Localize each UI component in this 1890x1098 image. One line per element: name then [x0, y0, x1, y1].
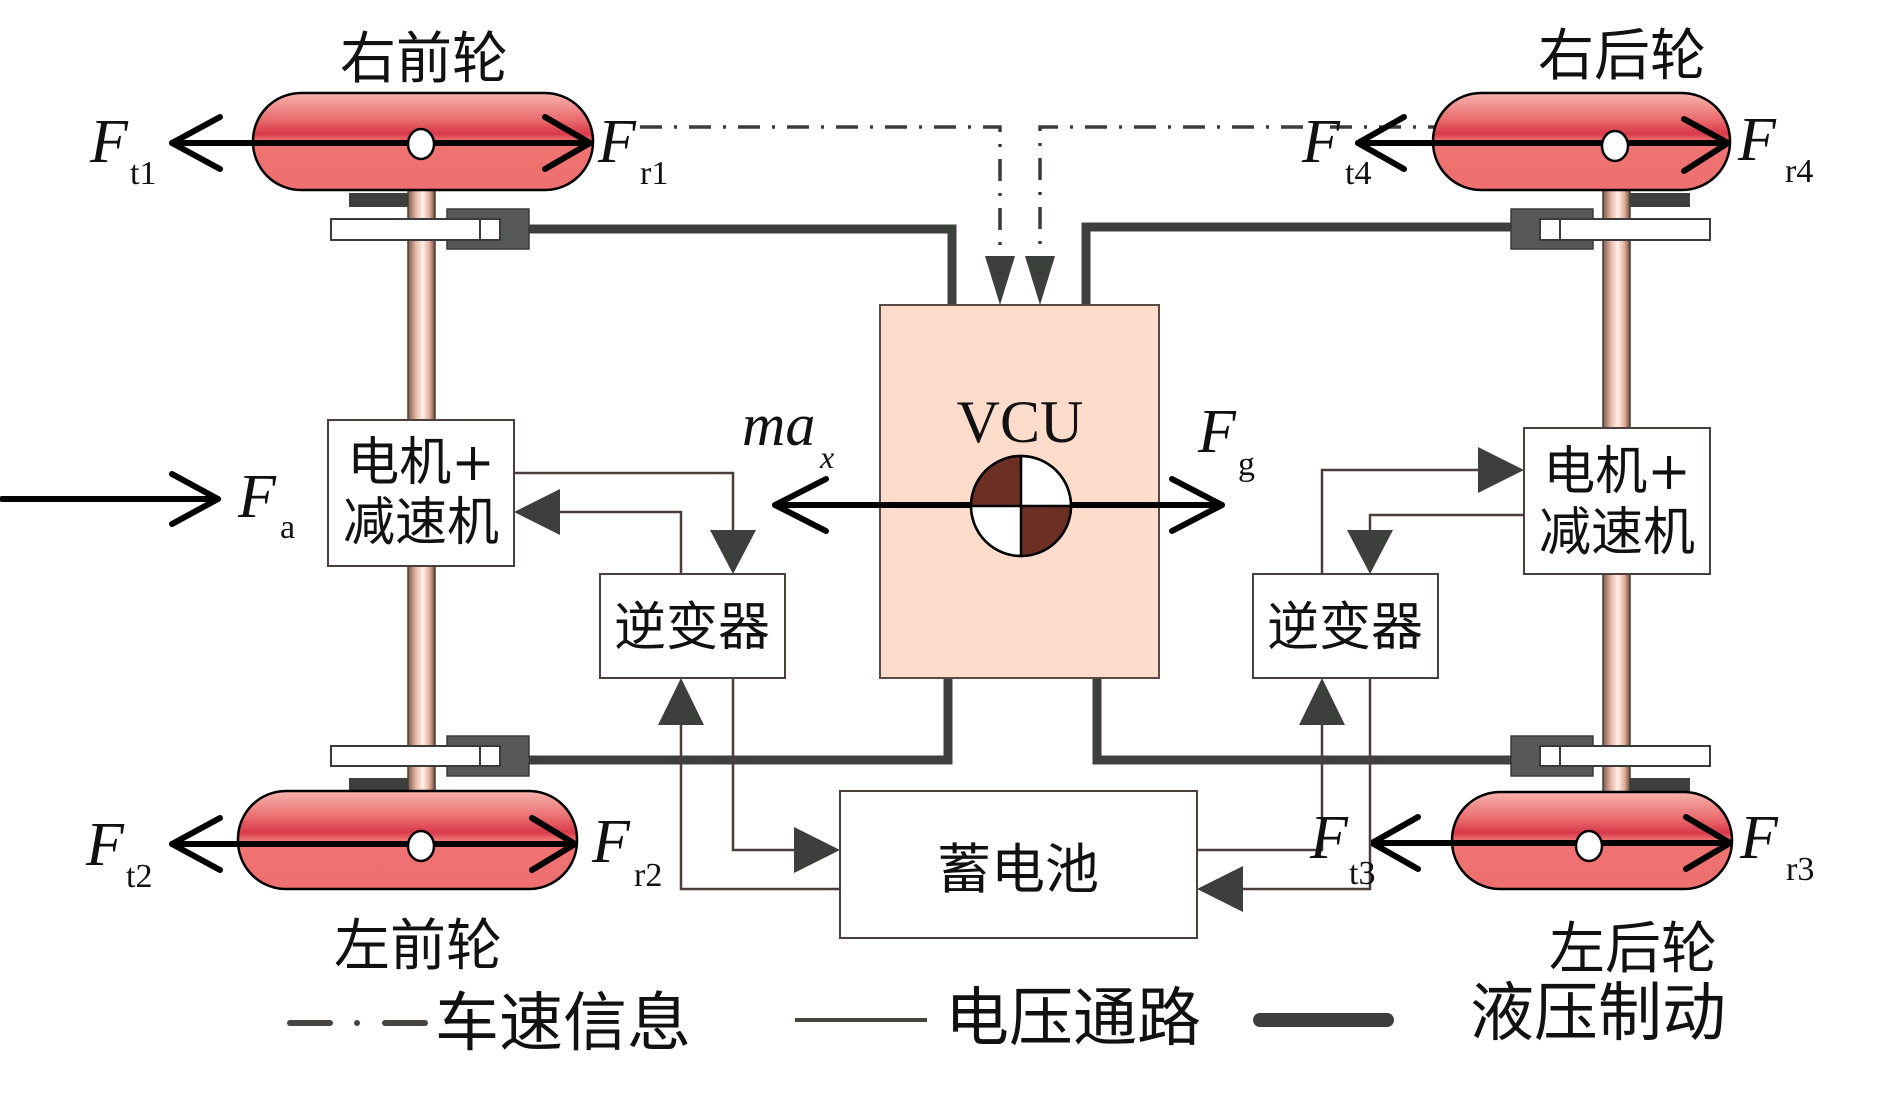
svg-text:F: F: [597, 108, 637, 176]
voltage-path-left: [514, 471, 840, 891]
svg-text:F: F: [1197, 398, 1237, 466]
legend-item-hydraulic-brake: 液压制动: [1253, 977, 1726, 1051]
voltage-path-right: [1197, 447, 1524, 912]
inverter-left-label: 逆变器: [614, 598, 770, 658]
symbol-Ft3: F t3: [1309, 804, 1375, 892]
legend-label-hydraulic-brake: 液压制动: [1470, 977, 1726, 1051]
force-arrows-left-rear: [1369, 814, 1733, 872]
label-left-rear-wheel: 左后轮: [1549, 917, 1717, 982]
legend-label-speed-info: 车速信息: [435, 987, 691, 1061]
legend-item-speed-info: 车速信息: [287, 987, 691, 1061]
center-of-gravity-icon: [969, 454, 1073, 558]
legend-item-voltage-path: 电压通路: [795, 982, 1201, 1056]
label-right-front-wheel: 右前轮: [340, 27, 508, 92]
speed-signal-arrow-rear: [1025, 256, 1055, 305]
hydraulic-line-right-front: [529, 224, 957, 305]
motor-reducer-left-line2: 减速机: [343, 493, 499, 553]
speed-signal-arrow-front: [985, 256, 1015, 305]
svg-text:r1: r1: [640, 155, 668, 192]
svg-text:F: F: [1737, 106, 1777, 174]
legend: 车速信息 电压通路 液压制动: [287, 977, 1726, 1061]
hydraulic-line-left-rear: [1092, 678, 1511, 765]
motor-reducer-right-line2: 减速机: [1539, 503, 1695, 563]
battery-label: 蓄电池: [937, 838, 1099, 901]
label-left-front-wheel: 左前轮: [334, 914, 502, 979]
svg-text:r3: r3: [1786, 851, 1814, 888]
brake-assembly-left-rear: [1510, 735, 1711, 791]
motor-reducer-left-line1: 电机+: [347, 433, 495, 493]
label-right-rear-wheel: 右后轮: [1538, 24, 1706, 89]
brake-assembly-left-front: [330, 735, 530, 791]
svg-text:t2: t2: [126, 858, 152, 895]
motor-reducer-left-box: [327, 419, 515, 567]
symbol-Fr3: F r3: [1739, 804, 1814, 888]
svg-text:F: F: [591, 808, 631, 876]
symbol-Fa: F a: [237, 463, 295, 546]
svg-text:r4: r4: [1785, 153, 1813, 190]
air-resistance-arrow: [0, 471, 221, 527]
hydraulic-line-left-front: [529, 678, 953, 765]
svg-text:x: x: [819, 439, 834, 475]
svg-text:F: F: [85, 811, 125, 879]
force-arrows-right-front: [169, 114, 593, 172]
svg-text:g: g: [1238, 446, 1255, 483]
brake-assembly-right-front: [330, 193, 530, 250]
symbol-Ft2: F t2: [85, 811, 152, 895]
svg-text:t1: t1: [130, 155, 156, 192]
svg-text:r2: r2: [634, 857, 662, 894]
symbol-Ft4: F t4: [1301, 108, 1371, 192]
motor-reducer-right-line1: 电机+: [1543, 442, 1691, 502]
speed-signal-line-front: [640, 125, 1002, 260]
symbol-Fr2: F r2: [591, 808, 662, 894]
svg-text:F: F: [1301, 108, 1341, 176]
svg-text:t3: t3: [1349, 855, 1375, 892]
symbol-Fr4: F r4: [1737, 106, 1813, 190]
force-arrows-right-rear: [1355, 114, 1731, 174]
inverter-left-box: [599, 573, 786, 679]
speed-signal-line-rear: [1038, 125, 1450, 260]
svg-text:F: F: [1739, 804, 1779, 872]
svg-text:F: F: [89, 108, 129, 176]
symbol-max: ma x: [742, 392, 834, 475]
hydraulic-line-right-rear: [1081, 222, 1511, 305]
svg-text:t4: t4: [1345, 155, 1371, 192]
svg-text:ma: ma: [742, 392, 815, 458]
symbol-Fg: F g: [1197, 398, 1255, 483]
inverter-right-box: [1252, 573, 1439, 679]
symbol-Ft1: F t1: [89, 108, 156, 192]
vcu-label: VCU: [957, 389, 1084, 455]
battery-box: [839, 790, 1198, 939]
svg-text:a: a: [280, 509, 295, 546]
wheel-left-front: [236, 789, 579, 891]
svg-text:F: F: [237, 463, 277, 531]
symbol-Fr1: F r1: [597, 108, 668, 192]
motor-reducer-right-box: [1523, 427, 1711, 575]
inverter-right-label: 逆变器: [1267, 598, 1423, 658]
legend-label-voltage-path: 电压通路: [945, 982, 1201, 1056]
svg-text:F: F: [1309, 804, 1349, 872]
force-arrows-left-front: [169, 815, 578, 873]
brake-assembly-right-rear: [1510, 193, 1711, 250]
